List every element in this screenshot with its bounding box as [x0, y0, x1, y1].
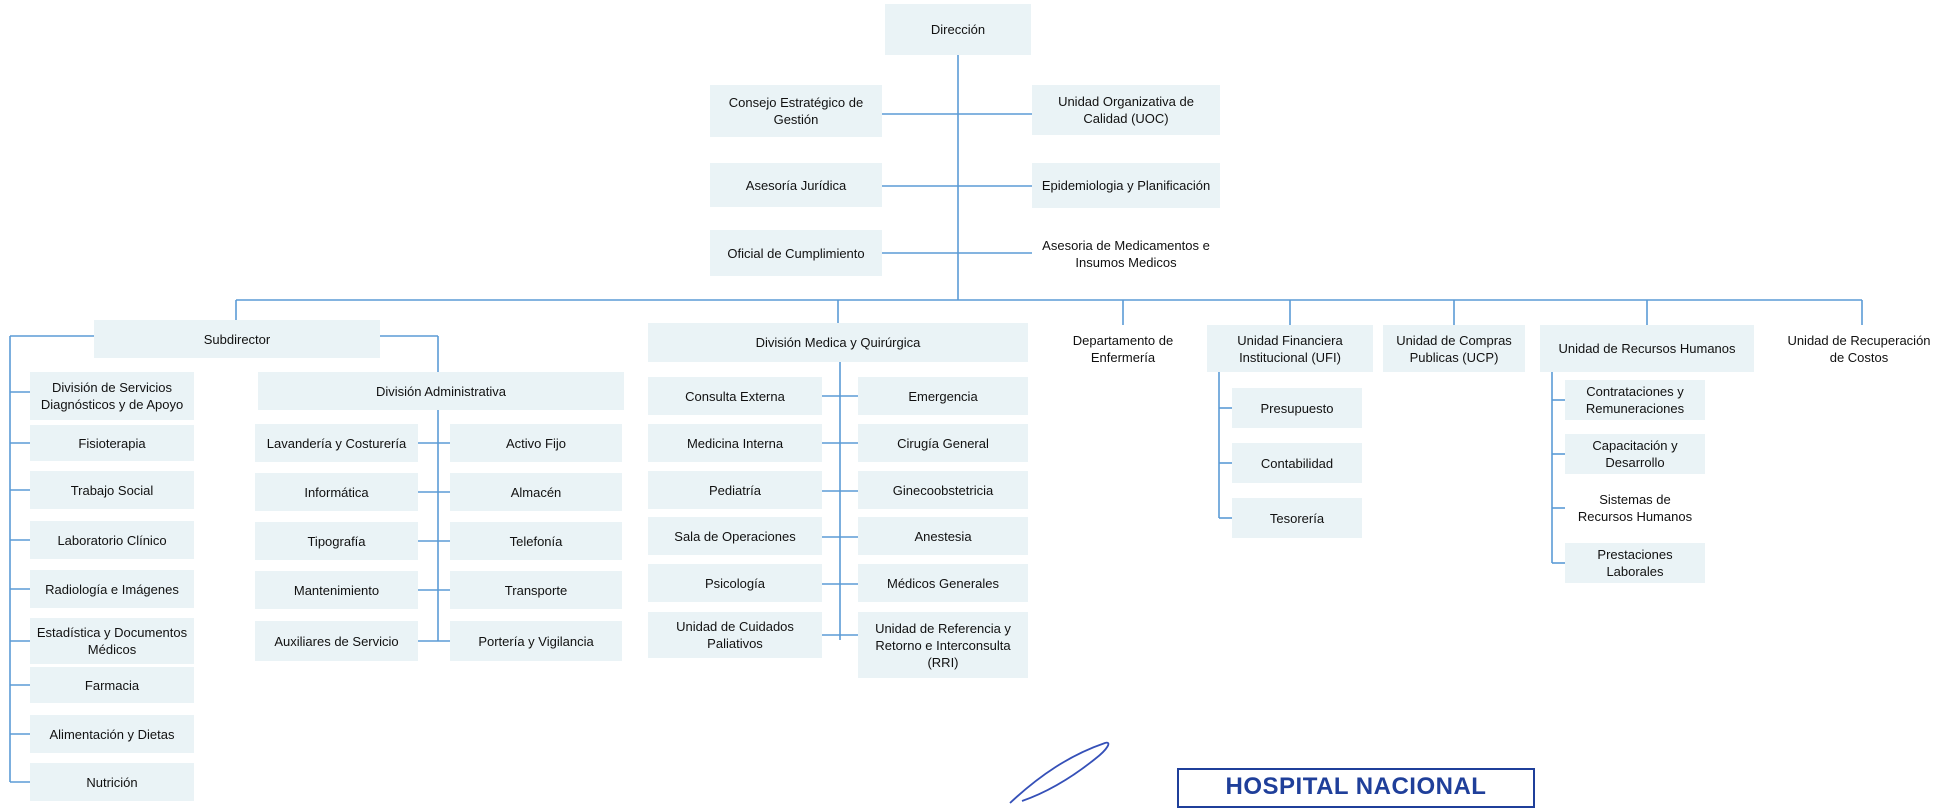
signature — [1009, 741, 1110, 804]
node-cirugia-general: Cirugía General — [858, 424, 1028, 462]
node-alimentacion: Alimentación y Dietas — [30, 715, 194, 753]
node-auxiliares: Auxiliares de Servicio — [255, 621, 418, 661]
node-mantenimiento: Mantenimiento — [255, 571, 418, 609]
node-oficial-cumplimiento: Oficial de Cumplimiento — [710, 230, 882, 276]
node-emergencia: Emergencia — [858, 377, 1028, 415]
node-sala-operaciones: Sala de Operaciones — [648, 517, 822, 555]
node-radiologia: Radiología e Imágenes — [30, 570, 194, 608]
node-laboratorio: Laboratorio Clínico — [30, 521, 194, 559]
node-telefonia: Telefonía — [450, 522, 622, 560]
node-contrataciones: Contrataciones y Remuneraciones — [1565, 380, 1705, 420]
node-division-administrativa: División Administrativa — [258, 372, 624, 410]
node-ufi: Unidad Financiera Institucional (UFI) — [1207, 325, 1373, 372]
node-nutricion: Nutrición — [30, 763, 194, 801]
node-presupuesto: Presupuesto — [1232, 388, 1362, 428]
node-rri: Unidad de Referencia y Retorno e Interco… — [858, 612, 1028, 678]
node-trabajo-social: Trabajo Social — [30, 471, 194, 509]
node-pediatria: Pediatría — [648, 471, 822, 509]
node-medicos-generales: Médicos Generales — [858, 564, 1028, 602]
node-porteria: Portería y Vigilancia — [450, 621, 622, 661]
node-ginecoobstetricia: Ginecoobstetricia — [858, 471, 1028, 509]
node-contabilidad: Contabilidad — [1232, 443, 1362, 483]
node-cuidados-paliativos: Unidad de Cuidados Paliativos — [648, 612, 822, 658]
node-epidemiologia: Epidemiologia y Planificación — [1032, 163, 1220, 208]
node-informatica: Informática — [255, 473, 418, 511]
node-activo-fijo: Activo Fijo — [450, 424, 622, 462]
node-estadistica: Estadística y Documentos Médicos — [30, 618, 194, 664]
node-division-medica: División Medica y Quirúrgica — [648, 323, 1028, 362]
node-asesoria-medicamentos: Asesoria de Medicamentos e Insumos Medic… — [1032, 230, 1220, 278]
node-fisioterapia: Fisioterapia — [30, 425, 194, 461]
node-tipografia: Tipografía — [255, 522, 418, 560]
node-almacen: Almacén — [450, 473, 622, 511]
node-consejo-estrategico: Consejo Estratégico de Gestión — [710, 85, 882, 137]
node-lavanderia: Lavandería y Costurería — [255, 424, 418, 462]
node-unidad-calidad: Unidad Organizativa de Calidad (UOC) — [1032, 85, 1220, 135]
node-recuperacion-costos: Unidad de Recuperación de Costos — [1778, 325, 1940, 372]
node-capacitacion: Capacitación y Desarrollo — [1565, 434, 1705, 474]
node-medicina-interna: Medicina Interna — [648, 424, 822, 462]
node-subdirector: Subdirector — [94, 320, 380, 358]
node-prestaciones: Prestaciones Laborales — [1565, 543, 1705, 583]
node-transporte: Transporte — [450, 571, 622, 609]
node-tesoreria: Tesorería — [1232, 498, 1362, 538]
node-rrhh: Unidad de Recursos Humanos — [1540, 325, 1754, 372]
node-asesoria-juridica: Asesoría Jurídica — [710, 163, 882, 207]
node-sistemas-rrhh: Sistemas de Recursos Humanos — [1565, 488, 1705, 528]
node-anestesia: Anestesia — [858, 517, 1028, 555]
node-consulta-externa: Consulta Externa — [648, 377, 822, 415]
node-division-servicios: División de Servicios Diagnósticos y de … — [30, 372, 194, 420]
node-farmacia: Farmacia — [30, 667, 194, 703]
hospital-stamp: HOSPITAL NACIONAL — [1177, 768, 1535, 808]
node-psicologia: Psicología — [648, 564, 822, 602]
node-ucp: Unidad de Compras Publicas (UCP) — [1383, 325, 1525, 372]
node-direccion: Dirección — [885, 4, 1031, 55]
node-enfermeria: Departamento de Enfermería — [1053, 325, 1193, 372]
